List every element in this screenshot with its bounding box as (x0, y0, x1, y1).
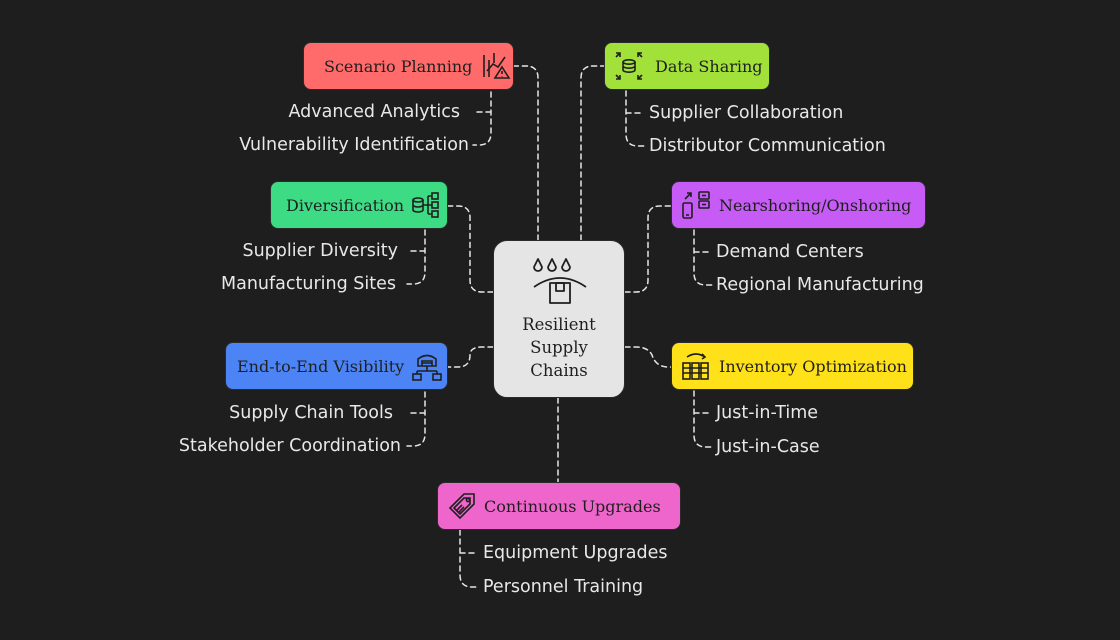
branch-label: Continuous Upgrades (484, 496, 661, 516)
connector-visibility (447, 346, 494, 368)
center-title-line-2: Supply (530, 338, 588, 357)
chart-warning-icon (483, 53, 511, 79)
leaf-connector-inventory (693, 390, 713, 448)
leaf-connector-nearshoring (693, 229, 713, 286)
branch-label: Data Sharing (655, 56, 763, 76)
leaf-regional-manufacturing: Regional Manufacturing (716, 275, 924, 295)
leaf-connector-upgrades (459, 529, 479, 588)
branch-label: Inventory Optimization (719, 356, 907, 376)
leaf-supply-chain-tools: Supply Chain Tools (229, 403, 393, 423)
leaf-manufacturing-sites: Manufacturing Sites (221, 274, 396, 294)
branch-nearshoring-onshoring: Nearshoring/Onshoring (671, 181, 926, 229)
branch-label: End-to-End Visibility (237, 356, 405, 376)
branch-inventory-optimization: Inventory Optimization (671, 342, 914, 390)
branch-scenario-planning: Scenario Planning (303, 42, 514, 90)
leaf-stakeholder-coordination: Stakeholder Coordination (178, 436, 401, 456)
leaf-just-in-case: Just-in-Case (716, 437, 820, 457)
connector-scenario (513, 65, 539, 241)
branch-label: Nearshoring/Onshoring (719, 195, 912, 215)
leaf-supplier-diversity: Supplier Diversity (242, 241, 398, 261)
leaf-connector-diversification (406, 229, 426, 285)
leaf-vulnerability-identification: Vulnerability Identification (239, 135, 469, 155)
connector-diversification (447, 205, 494, 293)
branch-label: Scenario Planning (324, 56, 473, 76)
leaf-distributor-communication: Distributor Communication (649, 136, 886, 156)
branch-continuous-upgrades: Continuous Upgrades (437, 482, 681, 530)
branch-data-sharing: Data Sharing (604, 42, 770, 90)
leaf-connector-visibility (406, 391, 426, 447)
leaf-connector-scenario (472, 91, 492, 146)
leaf-demand-centers: Demand Centers (716, 242, 864, 262)
leaf-personnel-training: Personnel Training (483, 577, 644, 597)
weather-box-icon (533, 258, 587, 304)
warehouse-network-icon (412, 354, 443, 381)
leaf-connector-sharing (625, 90, 645, 147)
center-title-line-1: Resilient (522, 315, 596, 334)
center-title-line-3: Chains (530, 361, 588, 380)
leaf-supplier-collaboration: Supplier Collaboration (649, 103, 844, 123)
connector-sharing (580, 65, 605, 241)
connector-inventory (624, 346, 672, 368)
branch-diversification: Diversification (270, 181, 448, 229)
leaf-equipment-upgrades: Equipment Upgrades (483, 543, 668, 563)
branch-end-to-end-visibility: End-to-End Visibility (225, 342, 448, 390)
connector-nearshoring (624, 205, 672, 293)
network-nodes-icon (412, 192, 439, 218)
center-node: Resilient Supply Chains (493, 240, 625, 398)
upgrade-tag-icon (448, 493, 475, 520)
branch-label: Diversification (286, 195, 405, 215)
mobile-server-icon (682, 191, 710, 219)
leaf-just-in-time: Just-in-Time (716, 403, 819, 423)
database-share-icon (615, 52, 643, 80)
leaf-advanced-analytics: Advanced Analytics (288, 102, 460, 122)
inventory-bars-icon (682, 353, 709, 380)
